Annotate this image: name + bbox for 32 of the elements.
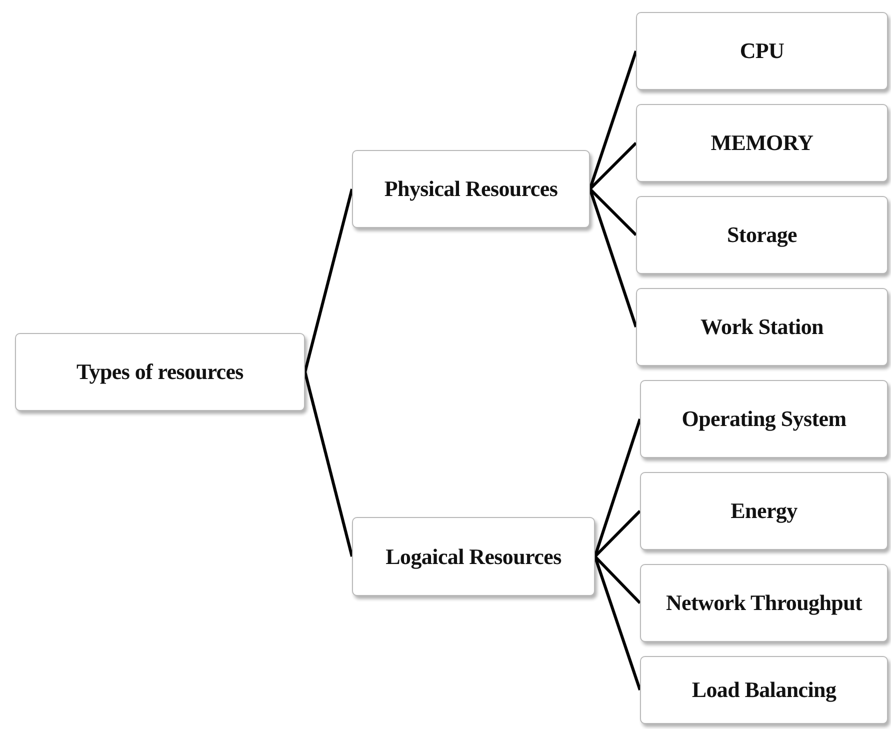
- node-label: Storage: [727, 222, 797, 248]
- category-box: [636, 104, 888, 182]
- connector-line: [588, 188, 638, 236]
- node-label: Energy: [730, 498, 798, 524]
- node-label: Physical Resources: [384, 176, 558, 202]
- category-box: [640, 380, 888, 458]
- category-box: [15, 333, 305, 411]
- connector-line: [304, 188, 354, 372]
- node-label: MEMORY: [710, 130, 814, 156]
- connector-line: [588, 188, 638, 328]
- category-box: [640, 472, 888, 550]
- connector-line: [304, 372, 354, 557]
- connector-line: [588, 50, 638, 190]
- node-label: Network Throughput: [666, 590, 862, 616]
- category-box: [352, 150, 590, 228]
- node-label: Load Balancing: [692, 677, 836, 703]
- category-box: [636, 12, 888, 90]
- connector-line: [594, 555, 642, 604]
- connector-line: [594, 510, 642, 558]
- node-label: Work Station: [700, 314, 824, 340]
- connector-line: [594, 418, 642, 557]
- category-box: [636, 288, 888, 366]
- node-label: CPU: [740, 38, 784, 64]
- category-box: [352, 517, 595, 596]
- node-label: Operating System: [682, 406, 846, 432]
- connector-line: [594, 556, 642, 690]
- node-label: Types of resources: [76, 359, 244, 385]
- category-box: [640, 656, 888, 724]
- connector-line: [588, 142, 638, 190]
- category-box: [640, 564, 888, 642]
- node-label: Logaical Resources: [386, 544, 562, 570]
- category-box: [636, 196, 888, 274]
